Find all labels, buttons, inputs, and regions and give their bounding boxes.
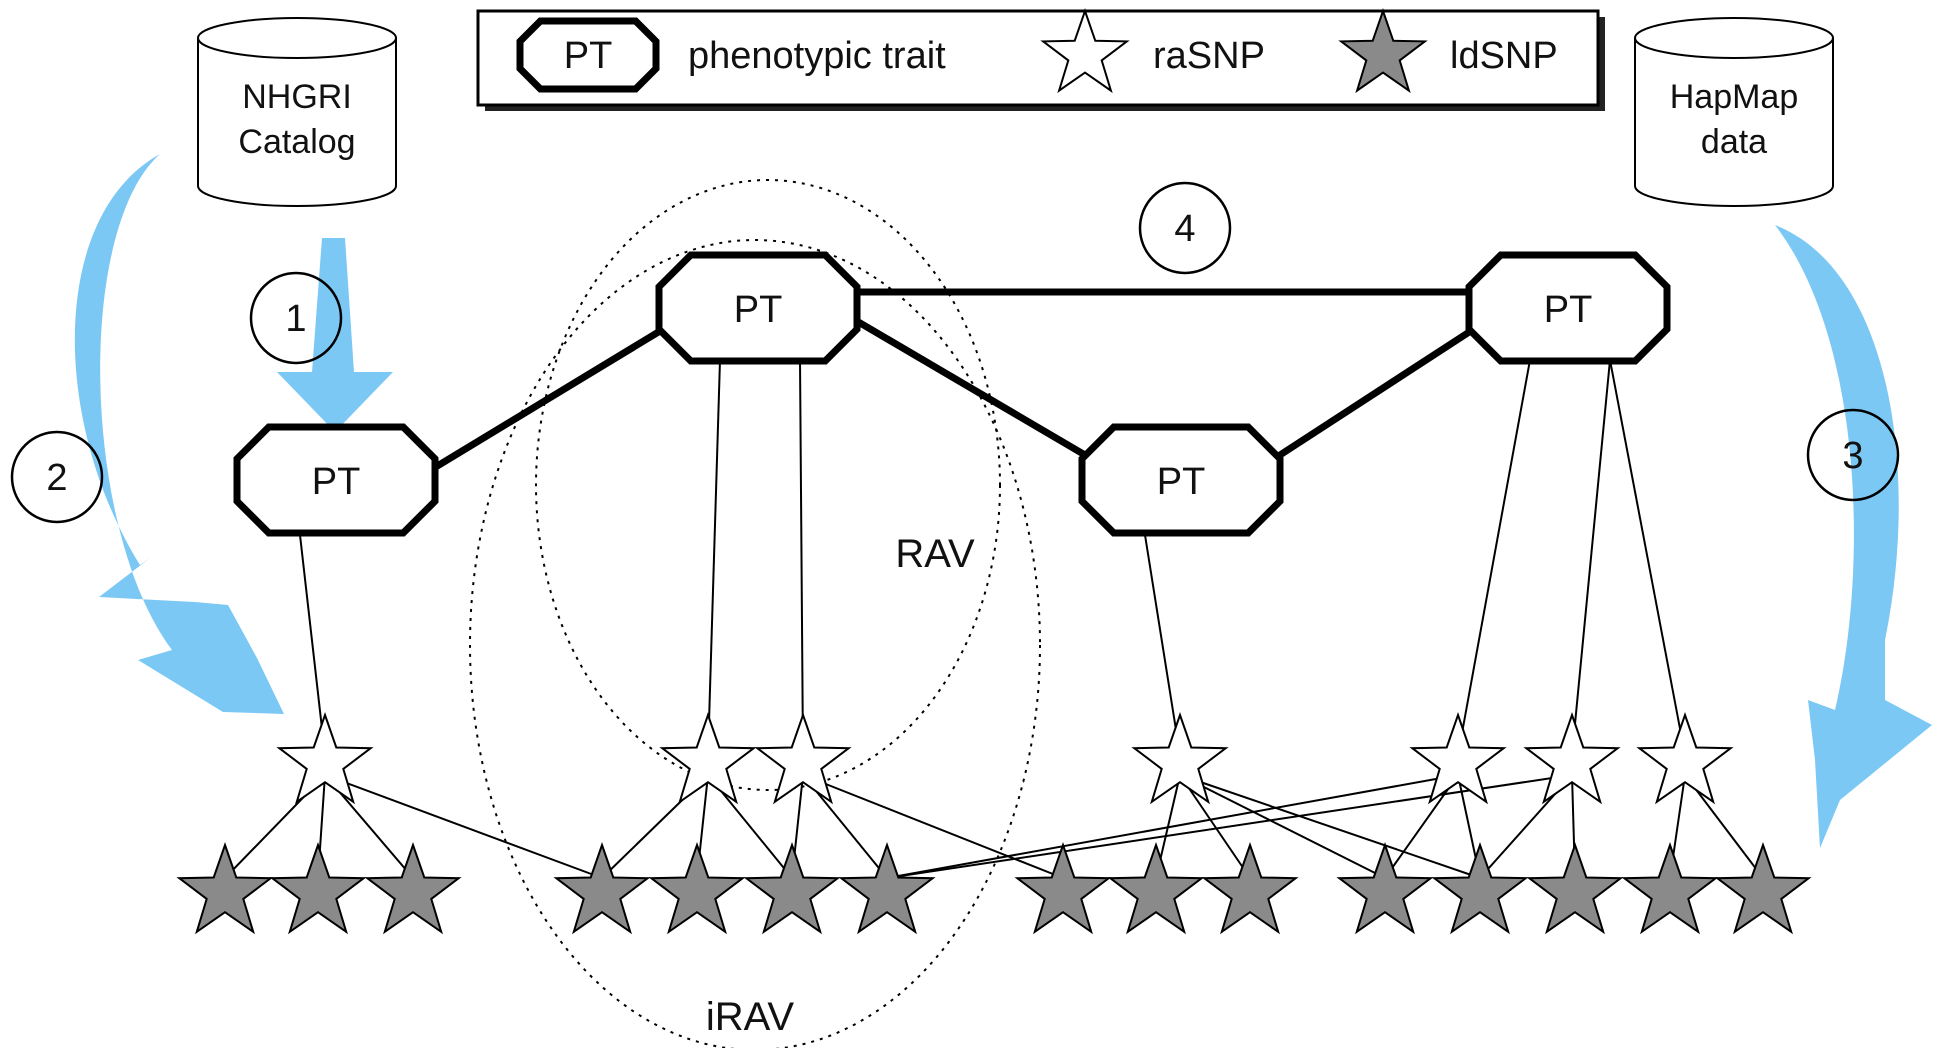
ldsnp-star-icon bbox=[176, 841, 274, 935]
legend: PT phenotypic trait raSNP ldSNP bbox=[476, 7, 1605, 111]
edge bbox=[1457, 359, 1531, 756]
rasnp-star-icon bbox=[1636, 711, 1734, 805]
trait-node: PT bbox=[1078, 423, 1284, 537]
hapmap-label-line2: data bbox=[1701, 123, 1767, 161]
edge bbox=[1179, 774, 1386, 879]
edge bbox=[799, 359, 804, 756]
nhgri-cylinder-body bbox=[197, 38, 397, 207]
rasnp-star-icon bbox=[276, 711, 374, 805]
irav-label: iRAV bbox=[706, 995, 794, 1039]
rasnp-star-icon bbox=[1409, 711, 1507, 805]
edge bbox=[802, 774, 1064, 879]
trait-nodes: PT PT PT PT bbox=[233, 251, 1671, 537]
trait-node: PT bbox=[1465, 251, 1671, 365]
step-3-circle bbox=[1806, 408, 1900, 502]
rasnp-star-icon bbox=[1131, 711, 1229, 805]
legend-ldsnp-label: ldSNP bbox=[1450, 35, 1558, 77]
trait-label: PT bbox=[1544, 289, 1593, 331]
trait-label: PT bbox=[734, 289, 783, 331]
rasnp-star-icon bbox=[659, 711, 757, 805]
step-1-circle bbox=[249, 271, 343, 365]
ldsnp-star-icon bbox=[1621, 841, 1719, 935]
step-2-circle bbox=[10, 430, 104, 524]
rasnp-star-icon bbox=[754, 711, 852, 805]
step-1-arrow bbox=[277, 238, 393, 432]
step-4-circle bbox=[1138, 181, 1232, 275]
trait-label: PT bbox=[1157, 461, 1206, 503]
ldsnp-nodes bbox=[176, 841, 1812, 935]
edge bbox=[1179, 774, 1481, 879]
ldsnp-star-icon bbox=[553, 841, 651, 935]
rav-region bbox=[535, 179, 1001, 791]
rasnp-star-icon bbox=[1523, 711, 1621, 805]
ldsnp-star-icon bbox=[269, 841, 367, 935]
hapmap-label-line1: HapMap bbox=[1670, 78, 1799, 116]
edge bbox=[886, 774, 1459, 879]
trait-edge bbox=[432, 322, 672, 471]
nhgri-cylinder-top bbox=[197, 17, 397, 59]
step-4-label: 4 bbox=[1174, 208, 1195, 250]
hapmap-database: HapMap data bbox=[1634, 17, 1834, 207]
trait-octagon bbox=[655, 251, 861, 365]
step-2-arrow bbox=[74, 154, 284, 714]
trait-octagon bbox=[233, 423, 439, 537]
ldsnp-star-icon bbox=[648, 841, 746, 935]
edge bbox=[1571, 359, 1611, 756]
ldsnp-star-icon bbox=[1714, 841, 1812, 935]
trait-node: PT bbox=[233, 423, 439, 537]
hapmap-cylinder-body bbox=[1634, 38, 1834, 207]
legend-ldsnp-star-icon bbox=[1338, 7, 1428, 94]
step-markers: 1 2 3 4 bbox=[10, 181, 1900, 524]
step-2-label: 2 bbox=[46, 457, 67, 499]
nhgri-label-line1: NHGRI bbox=[242, 78, 352, 116]
ldsnp-star-icon bbox=[1431, 841, 1529, 935]
step-1-label: 1 bbox=[285, 298, 306, 340]
hapmap-cylinder-top bbox=[1634, 17, 1834, 59]
ldsnp-star-icon bbox=[364, 841, 462, 935]
trait-edge bbox=[853, 316, 1087, 459]
ldsnp-star-icon bbox=[838, 841, 936, 935]
legend-pt-symbol: PT bbox=[564, 35, 613, 77]
ldsnp-star-icon bbox=[1201, 841, 1299, 935]
nhgri-label-line2: Catalog bbox=[238, 123, 355, 161]
snp-edges bbox=[224, 359, 1764, 879]
ldsnp-star-icon bbox=[1526, 841, 1624, 935]
trait-label: PT bbox=[312, 461, 361, 503]
rasnp-nodes bbox=[276, 711, 1734, 805]
edge bbox=[1384, 774, 1459, 879]
legend-pt-octagon bbox=[516, 17, 660, 93]
edge bbox=[1144, 534, 1181, 756]
edge bbox=[1179, 774, 1251, 879]
trait-octagon bbox=[1465, 251, 1671, 365]
edge bbox=[299, 534, 326, 756]
edge bbox=[1609, 359, 1686, 756]
step-3-arrow bbox=[1775, 225, 1932, 848]
ldsnp-star-icon bbox=[1107, 841, 1205, 935]
ldsnp-star-icon bbox=[1336, 841, 1434, 935]
ldsnp-star-icon bbox=[1014, 841, 1112, 935]
legend-box bbox=[476, 9, 1600, 107]
nhgri-catalog-database: NHGRI Catalog bbox=[197, 17, 397, 207]
legend-rasnp-star-icon bbox=[1040, 7, 1130, 94]
ldsnp-star-icon bbox=[743, 841, 841, 935]
irav-region bbox=[469, 239, 1041, 1048]
rav-label: RAV bbox=[895, 532, 975, 576]
trait-octagon bbox=[1078, 423, 1284, 537]
edge bbox=[324, 774, 603, 879]
trait-edge bbox=[1278, 322, 1482, 458]
legend-pt-label: phenotypic trait bbox=[688, 35, 946, 77]
arrows bbox=[74, 154, 1932, 848]
legend-rasnp-label: raSNP bbox=[1153, 35, 1265, 77]
trait-node: PT bbox=[655, 251, 861, 365]
edge bbox=[886, 774, 1573, 879]
step-3-label: 3 bbox=[1842, 435, 1863, 477]
edge bbox=[707, 359, 721, 756]
trait-edges bbox=[432, 288, 1482, 471]
